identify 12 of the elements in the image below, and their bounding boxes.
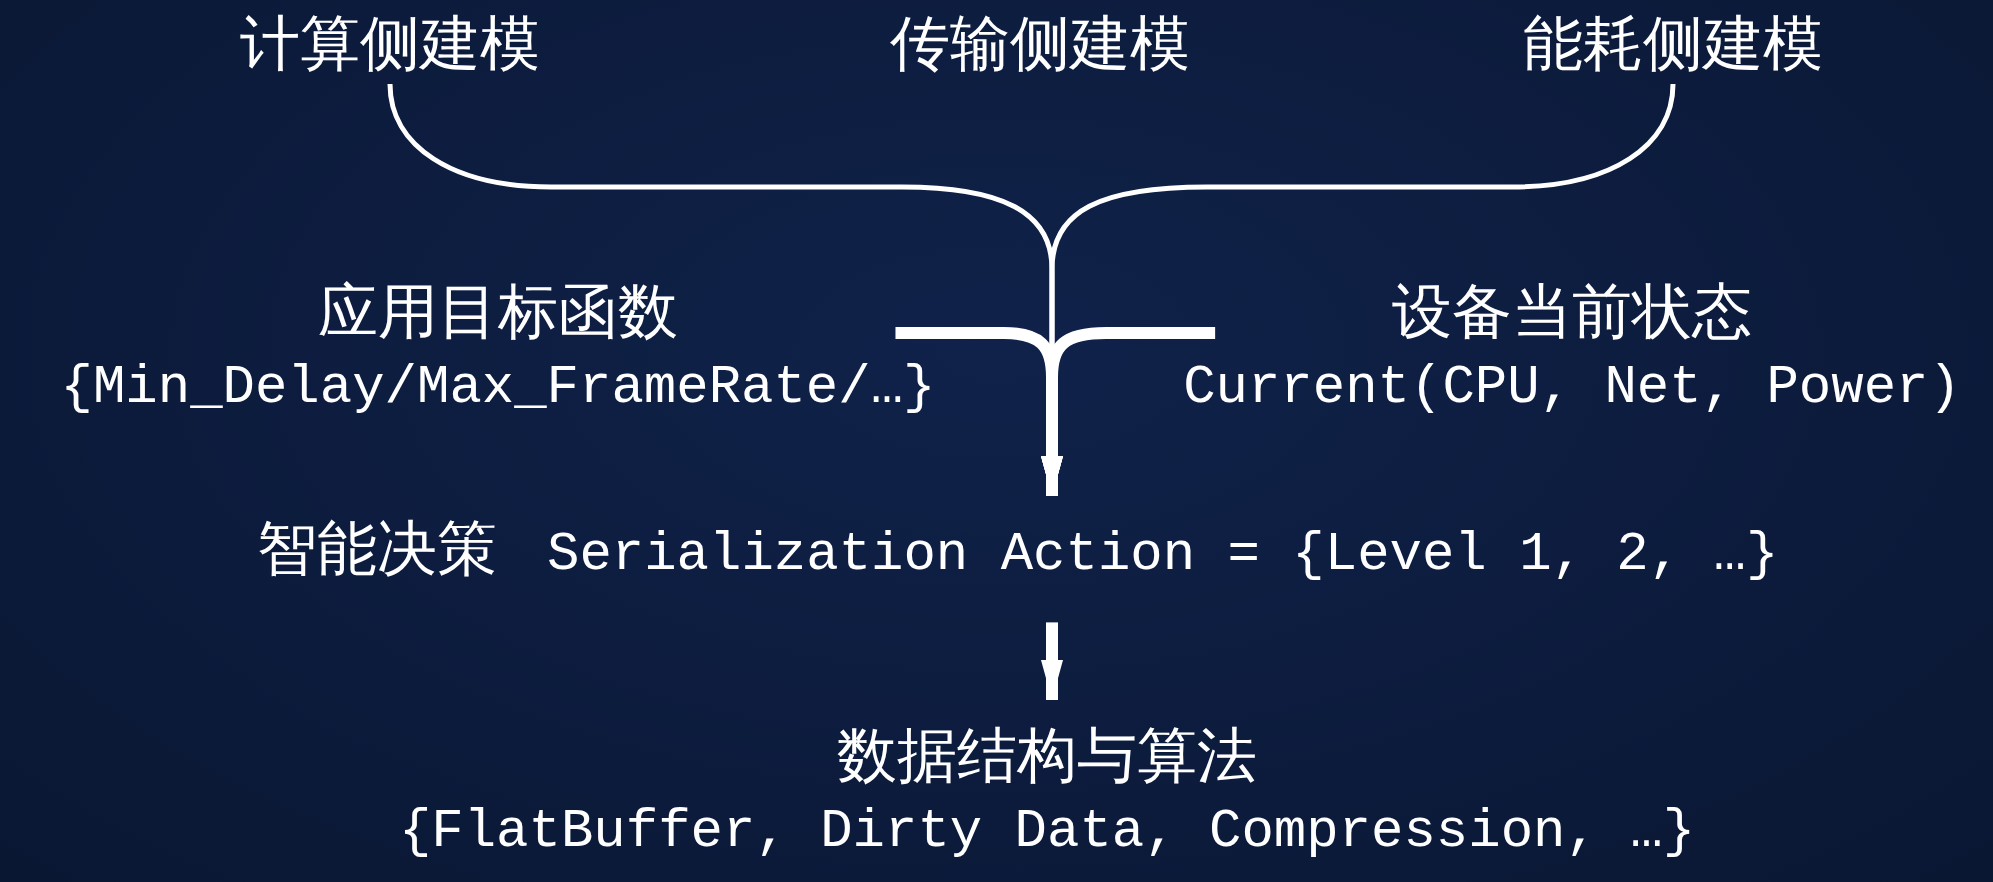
heading-label: 设备当前状态: [1392, 278, 1752, 344]
connector-arrow: [1041, 622, 1063, 700]
heading-label: 能耗侧建模: [1523, 10, 1823, 76]
heading-label: 数据结构与算法: [837, 722, 1257, 788]
heading-label: 计算侧建模: [240, 10, 540, 76]
detail-label: Serialization Action = {Level 1, 2, …}: [547, 525, 1779, 585]
heading-label: 智能决策: [257, 515, 497, 581]
detail-label: Current(CPU, Net, Power): [1183, 358, 1961, 418]
detail-label: {FlatBuffer, Dirty Data, Compression, …}: [398, 802, 1696, 862]
heading-label: 传输侧建模: [890, 10, 1190, 76]
heading-label: 应用目标函数: [318, 278, 678, 344]
detail-label: {Min_Delay/Max_FrameRate/…}: [60, 358, 936, 418]
